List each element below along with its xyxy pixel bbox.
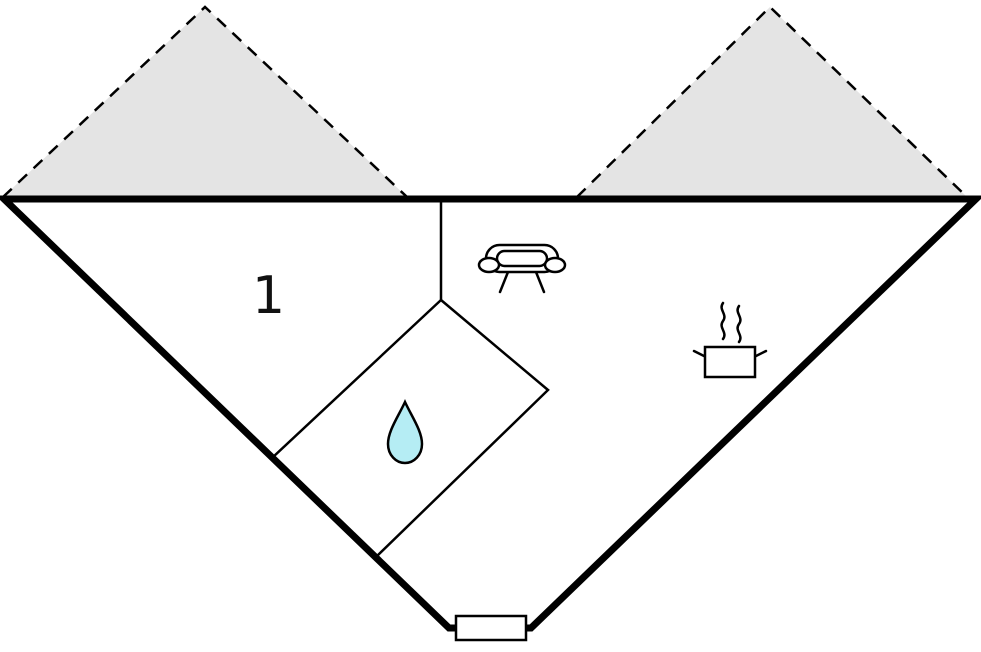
- cooking-pot-icon: [692, 301, 768, 379]
- roof-right-triangle: [573, 5, 971, 199]
- steam-icon: [720, 301, 726, 341]
- pot-body: [703, 345, 757, 379]
- water-drop-icon: [386, 399, 424, 465]
- room-label: 1: [252, 266, 285, 326]
- bathroom-diamond-wall: [270, 298, 550, 558]
- roof-left-triangle: [0, 5, 411, 199]
- sofa-seat: [495, 249, 549, 268]
- sofa-armrest-left: [477, 256, 501, 274]
- door-marker: [454, 614, 528, 642]
- sofa-leg-right: [534, 270, 546, 294]
- sofa-armrest-right: [543, 256, 567, 274]
- sofa-leg-left: [498, 270, 510, 294]
- steam-icon: [736, 304, 742, 344]
- sofa-icon: [477, 243, 567, 294]
